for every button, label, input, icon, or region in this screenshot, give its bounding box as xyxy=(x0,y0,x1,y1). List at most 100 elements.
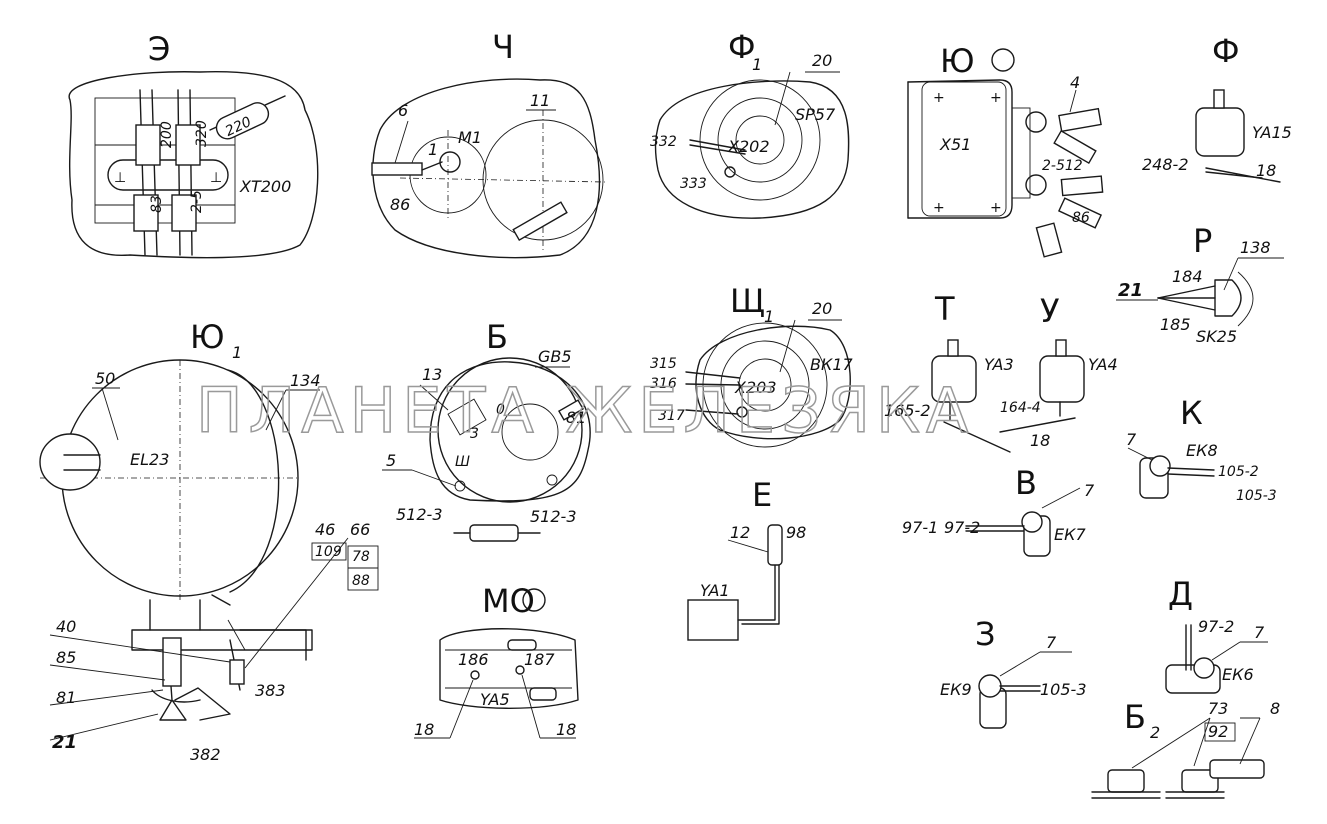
view-b2-sub: 2 xyxy=(1150,723,1160,742)
view-yu1-title: Ю xyxy=(190,318,225,356)
r-label-138: 138 xyxy=(1240,238,1271,257)
f1-label-sp57: SP57 xyxy=(795,105,836,124)
svg-text:⊥: ⊥ xyxy=(210,170,222,186)
view-b-title: Б xyxy=(486,318,508,356)
e-label-83: 83 xyxy=(149,195,165,213)
svg-text:⊥: ⊥ xyxy=(114,170,126,186)
t-label-ya3: YA3 xyxy=(984,355,1014,374)
view-v-title: В xyxy=(1015,464,1037,502)
yu-label-86: 86 xyxy=(1072,210,1090,226)
yu1-label-40: 40 xyxy=(56,617,76,636)
k-label-ek8: ЕК8 xyxy=(1186,441,1218,460)
b-label-81: 81 xyxy=(566,408,586,427)
view-b2-title: Б xyxy=(1124,698,1146,736)
k-label-7: 7 xyxy=(1126,430,1137,449)
yu1-label-46: 46 xyxy=(315,520,335,539)
b-label-gb5: GB5 xyxy=(538,347,572,366)
view-shch1-sub: 1 xyxy=(764,307,774,326)
z-label-7: 7 xyxy=(1046,633,1057,652)
view-shch1: Щ 1 20 ВК17 315 316 Х203 317 xyxy=(650,282,854,448)
svg-text:+: + xyxy=(933,90,945,106)
e-label-xt200: ХТ200 xyxy=(239,177,291,196)
view-ch: Ч 6 1 М1 11 86 xyxy=(371,28,606,259)
view-b2: Б 2 73 92 8 xyxy=(1091,698,1280,799)
view-r-title: Р xyxy=(1193,222,1212,260)
b2-label-73: 73 xyxy=(1208,699,1228,718)
view-z: З 7 ЕК9 105-3 xyxy=(940,615,1087,729)
view-e-title: Э xyxy=(148,30,170,68)
ch-label-86: 86 xyxy=(390,195,410,214)
view-t: Т YA3 165-2 xyxy=(884,290,1014,421)
shch1-label-x203: Х203 xyxy=(734,378,777,397)
yu1-label-21: 21 xyxy=(52,732,77,753)
yu1-label-66: 66 xyxy=(350,520,370,539)
ch-label-1: 1 xyxy=(428,140,438,159)
u-label-ya4: YA4 xyxy=(1088,355,1118,374)
yu-label-2-512: 2-512 xyxy=(1042,158,1083,174)
yu1-label-85: 85 xyxy=(56,648,76,667)
shch1-label-20: 20 xyxy=(812,299,832,318)
yu-label-4: 4 xyxy=(1070,73,1080,92)
view-e-cyr-title: Е xyxy=(752,476,772,514)
r-label-184: 184 xyxy=(1172,267,1203,286)
b-label-3: 3 xyxy=(470,426,479,442)
yu1-label-50: 50 xyxy=(95,369,115,388)
ch-label-6: 6 xyxy=(398,101,408,120)
mo-label-18-right: 18 xyxy=(556,720,576,739)
view-k-title: К xyxy=(1180,394,1203,432)
ch-label-m1: М1 xyxy=(458,128,482,147)
e-label-320: 320 xyxy=(194,120,210,147)
view-shch1-title: Щ xyxy=(730,282,765,320)
u-label-164-4: 164-4 xyxy=(1000,400,1041,416)
b2-label-92: 92 xyxy=(1208,722,1228,741)
yu1-label-el23: EL23 xyxy=(130,450,169,469)
view-t-title: Т xyxy=(934,290,955,328)
k-label-105-2: 105-2 xyxy=(1218,464,1259,480)
f-label-ya15: YA15 xyxy=(1252,123,1292,142)
e-label-200: 200 xyxy=(159,121,175,148)
view-r: Р 138 184 21 185 SK25 xyxy=(1116,222,1284,346)
yu1-label-134: 134 xyxy=(290,371,321,390)
mo-label-ya5: YA5 xyxy=(480,690,510,709)
view-f: Ф YA15 248-2 18 xyxy=(1142,32,1292,183)
view-f1: Ф 1 20 SP57 332 Х202 333 xyxy=(650,28,850,219)
yu1-label-81: 81 xyxy=(56,688,76,707)
shch1-label-bk17: ВК17 xyxy=(810,355,854,374)
yu1-label-382: 382 xyxy=(190,745,221,764)
v-label-97-1: 97-1 xyxy=(902,518,938,537)
view-f1-title: Ф xyxy=(728,28,756,66)
r-label-185: 185 xyxy=(1160,315,1191,334)
yu1-label-383: 383 xyxy=(255,681,286,700)
b-label-512-3-right: 512-3 xyxy=(530,507,577,526)
view-yu1: Ю 1 50 134 EL23 46 109 66 78 88 xyxy=(39,318,379,764)
shch1-label-317: 317 xyxy=(658,408,685,424)
r-label-sk25: SK25 xyxy=(1196,327,1237,346)
v-label-7: 7 xyxy=(1084,481,1095,500)
v-label-97-2: 97-2 xyxy=(944,518,980,537)
d-label-97-2: 97-2 xyxy=(1198,617,1234,636)
f1-label-332: 332 xyxy=(650,134,677,150)
b-label-512-3-left: 512-3 xyxy=(396,505,443,524)
ch-label-11: 11 xyxy=(530,91,550,110)
f-label-248-2: 248-2 xyxy=(1142,155,1189,174)
svg-text:+: + xyxy=(990,90,1002,106)
view-mo: МО 186 187 YA5 18 18 xyxy=(414,582,579,739)
mo-label-186: 186 xyxy=(458,650,489,669)
view-z-title: З xyxy=(975,615,996,653)
b-label-0: 0 xyxy=(496,402,505,418)
r-label-21: 21 xyxy=(1118,280,1143,301)
z-label-105-3: 105-3 xyxy=(1040,680,1087,699)
d-label-ek6: ЕК6 xyxy=(1222,665,1254,684)
watermark: ПЛАНЕТА ЖЕЛЕЗЯКА xyxy=(196,374,974,447)
yu1-label-88: 88 xyxy=(352,573,370,589)
b-label-5: 5 xyxy=(386,451,396,470)
e-cyr-label-12: 12 xyxy=(730,523,750,542)
shch1-label-315: 315 xyxy=(650,356,677,372)
shch1-label-316: 316 xyxy=(650,376,677,392)
b2-label-8: 8 xyxy=(1270,699,1280,718)
yu1-label-78: 78 xyxy=(352,549,370,565)
e-label-2-5: 2-5 xyxy=(189,190,205,213)
e-cyr-label-ya1: YA1 xyxy=(700,581,730,600)
view-f-title: Ф xyxy=(1212,32,1240,70)
f1-label-x202: Х202 xyxy=(727,137,770,156)
